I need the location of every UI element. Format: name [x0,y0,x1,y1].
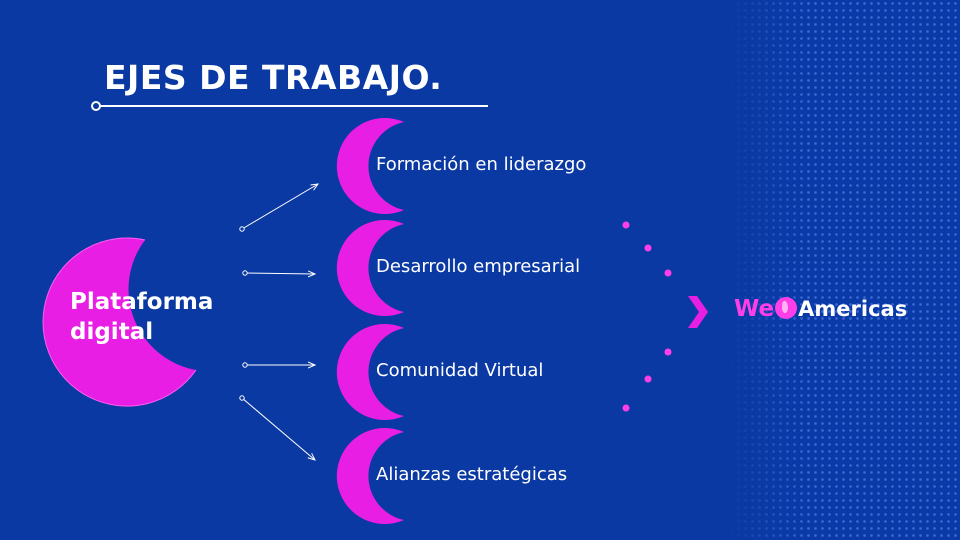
title-underline [96,105,488,107]
connector-arrows [241,184,318,460]
page-title: EJES DE TRABAJO. [104,58,443,97]
logo-prefix: We [734,296,775,322]
branch-label-desarrollo: Desarrollo empresarial [376,256,581,277]
weamericas-logo: We Americas [734,296,907,328]
arrow-formacion [241,184,318,230]
branch-label-comunidad: Comunidad Virtual [376,360,544,381]
main-node-label: Plataforma digital [70,289,214,345]
connector-start-dots [239,226,248,401]
branch-crescent-2 [336,220,404,317]
title-underline-dot [91,101,101,111]
decorative-dots [622,221,672,412]
globe-icon [775,297,798,319]
branch-label-formacion: Formación en liderazgo [376,154,587,175]
branch-crescent-1 [336,118,404,214]
arrow-desarrollo [244,273,315,274]
logo-suffix: Americas [798,297,908,321]
chevron-right-icon [688,296,708,328]
main-node-crescent [43,238,196,407]
main-node-ring [42,237,197,407]
branch-crescents [336,118,404,524]
dot-pattern-panel [728,0,960,540]
arrow-alianzas [241,397,315,460]
branch-crescent-4 [336,428,404,524]
branch-crescent-3 [336,323,404,420]
branch-label-alianzas: Alianzas estratégicas [376,464,568,485]
